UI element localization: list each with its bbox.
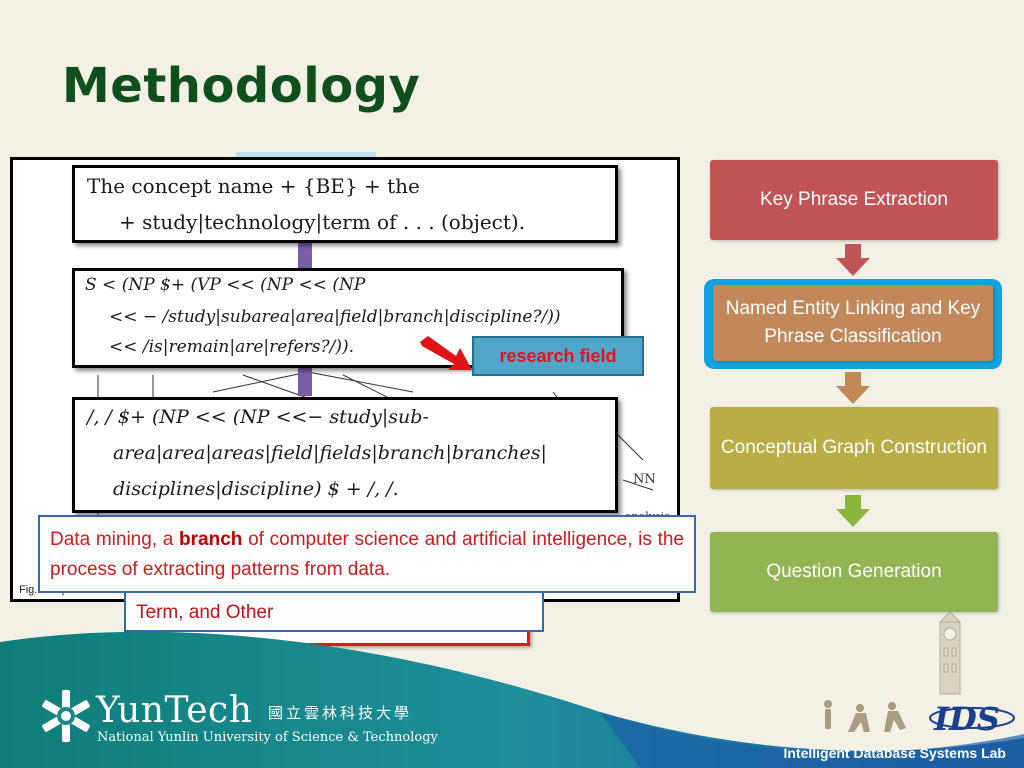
- research-field-label: research field: [499, 346, 617, 366]
- pattern-rule-3-line-1: /, / $+ (NP << (NP <<− study|sub-: [87, 406, 429, 428]
- example-sentence-box: Data mining, a branch of computer scienc…: [38, 515, 696, 593]
- research-field-tag: research field: [472, 336, 644, 376]
- running-figures-icon: [824, 700, 906, 732]
- brand-name: YunTech: [96, 690, 253, 731]
- pattern-rule-3: /, / $+ (NP << (NP <<− study|sub- area|a…: [72, 397, 618, 513]
- example-keyword: branch: [179, 529, 243, 550]
- pattern-rule-1-line-2: + study|technology|term of . . . (object…: [119, 210, 526, 234]
- example-post: of computer science and artificial intel…: [50, 529, 685, 580]
- pattern-rule-3-line-3: disciplines|discipline) $ + /, /.: [113, 478, 399, 500]
- clock-tower-icon: [938, 612, 962, 695]
- pattern-rule-2: S < (NP $+ (VP << (NP << (NP << − /study…: [72, 268, 624, 368]
- red-pointer-arrow-icon: [418, 334, 474, 379]
- down-arrow-icon-3: [836, 495, 870, 527]
- pattern-rule-1: The concept name + {BE} + the + study|te…: [72, 165, 618, 243]
- category-text: Term, and Other: [136, 602, 274, 623]
- ids-lab-logo: IDS: [929, 700, 1015, 738]
- down-arrow-icon-2: [836, 372, 870, 404]
- step-question-generation: Question Generation: [710, 532, 998, 612]
- figure-top-bar: [236, 152, 376, 160]
- step-key-phrase-extraction: Key Phrase Extraction: [710, 160, 998, 240]
- tree-node-nn: NN: [633, 472, 656, 487]
- connector-arrow-1: [298, 243, 312, 269]
- example-pre: Data mining, a: [50, 529, 174, 550]
- yuntech-logo-icon: [42, 690, 90, 742]
- pattern-rule-2-line-1: S < (NP $+ (VP << (NP << (NP: [85, 275, 366, 295]
- down-arrow-icon-1: [836, 244, 870, 276]
- step-entity-linking: Named Entity Linking and Key Phrase Clas…: [713, 285, 993, 361]
- pattern-rule-3-line-2: area|area|areas|field|fields|branch|bran…: [113, 442, 547, 464]
- svg-text:IDS: IDS: [933, 700, 1000, 738]
- footer-wave: [0, 631, 1024, 768]
- step-graph-construction: Conceptual Graph Construction: [710, 407, 998, 489]
- pattern-rule-2-line-2: << − /study|subarea|area|field|branch|di…: [109, 307, 561, 327]
- brand-english-name: National Yunlin University of Science & …: [97, 730, 438, 745]
- connector-arrow-2: [298, 368, 312, 396]
- brand-chinese-name: 國立雲林科技大學: [268, 705, 413, 722]
- lab-name: Intelligent Database Systems Lab: [783, 745, 1006, 761]
- slide-title: Methodology: [62, 58, 421, 114]
- pattern-rule-2-line-3: << /is|remain|are|refers?/)).: [109, 337, 355, 357]
- pattern-rule-1-line-1: The concept name + {BE} + the: [87, 174, 420, 198]
